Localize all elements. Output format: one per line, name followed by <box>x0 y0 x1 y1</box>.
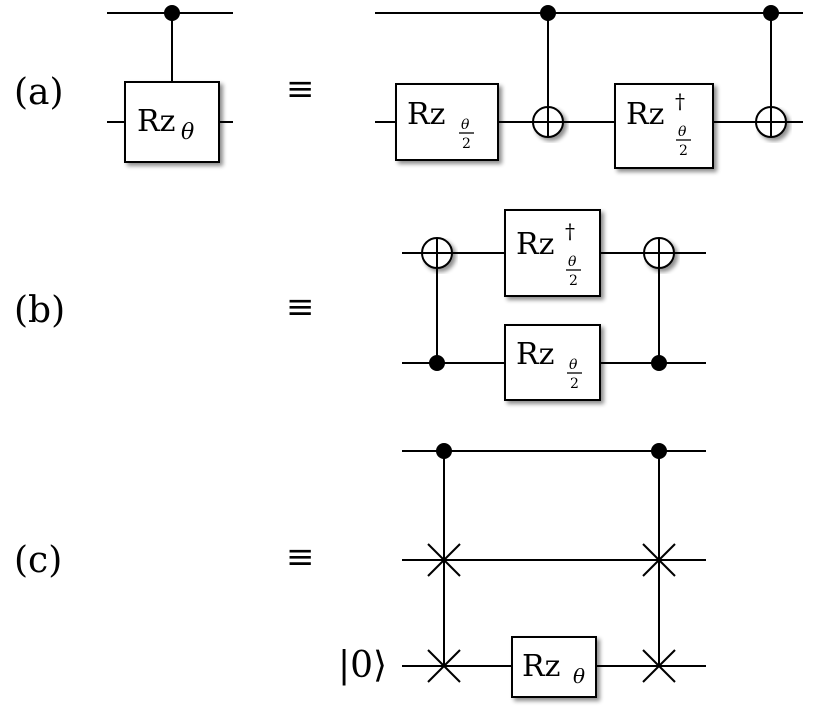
panel-a-label: (a) <box>14 72 64 113</box>
gate-rz-label: Rz <box>137 104 175 139</box>
frac-numerator: θ <box>568 254 577 270</box>
gate-rz-label: Rz <box>516 227 554 262</box>
control-dot <box>763 5 779 21</box>
frac-numerator: θ <box>461 117 470 133</box>
control-dot <box>164 5 180 21</box>
gate-rz-label: Rz <box>516 337 554 372</box>
control-dot <box>429 355 445 371</box>
control-dot <box>651 355 667 371</box>
dagger-symbol: † <box>565 219 575 243</box>
rz-half-theta-gate <box>504 324 601 401</box>
equivalence-symbol-b: ≡ <box>286 287 315 327</box>
rz-half-theta-gate <box>395 83 499 161</box>
panel-c-circuit: |0⟩ Rz θ <box>338 443 706 698</box>
gate-theta-subscript: θ <box>573 664 585 688</box>
gate-rz-label: Rz <box>626 97 664 132</box>
frac-numerator: θ <box>678 124 687 140</box>
frac-denominator: 2 <box>569 273 578 289</box>
frac-numerator: θ <box>569 357 578 373</box>
control-dot <box>651 443 667 459</box>
swap-cross <box>642 649 676 683</box>
rz-dagger-half-theta-gate <box>504 209 601 297</box>
rz-theta-gate <box>124 81 220 163</box>
panel-b-label: (b) <box>14 290 65 331</box>
gate-rz-label: Rz <box>522 649 560 684</box>
rz-dagger-half-theta-gate <box>614 83 714 169</box>
frac-denominator: 2 <box>462 136 471 152</box>
frac-denominator: 2 <box>679 143 688 159</box>
panel-a-left-circuit: Rz θ <box>107 5 233 163</box>
ket-zero-label: |0⟩ <box>338 645 387 686</box>
swap-cross <box>427 649 461 683</box>
panel-c-label: (c) <box>14 540 62 581</box>
dagger-symbol: † <box>675 89 685 113</box>
gate-theta-subscript: θ <box>181 120 194 145</box>
equivalence-symbol-a: ≡ <box>286 69 315 109</box>
panel-b-circuit: Rz † θ 2 Rz θ 2 <box>402 209 706 401</box>
control-dot <box>436 443 452 459</box>
swap-cross <box>427 543 461 577</box>
frac-denominator: 2 <box>570 376 579 392</box>
control-dot <box>540 5 556 21</box>
panel-a-right-circuit: Rz θ 2 Rz † θ 2 <box>375 5 803 169</box>
equivalence-symbol-c: ≡ <box>286 537 315 577</box>
swap-cross <box>642 543 676 577</box>
rz-theta-gate <box>511 636 597 698</box>
gate-rz-label: Rz <box>407 97 445 132</box>
